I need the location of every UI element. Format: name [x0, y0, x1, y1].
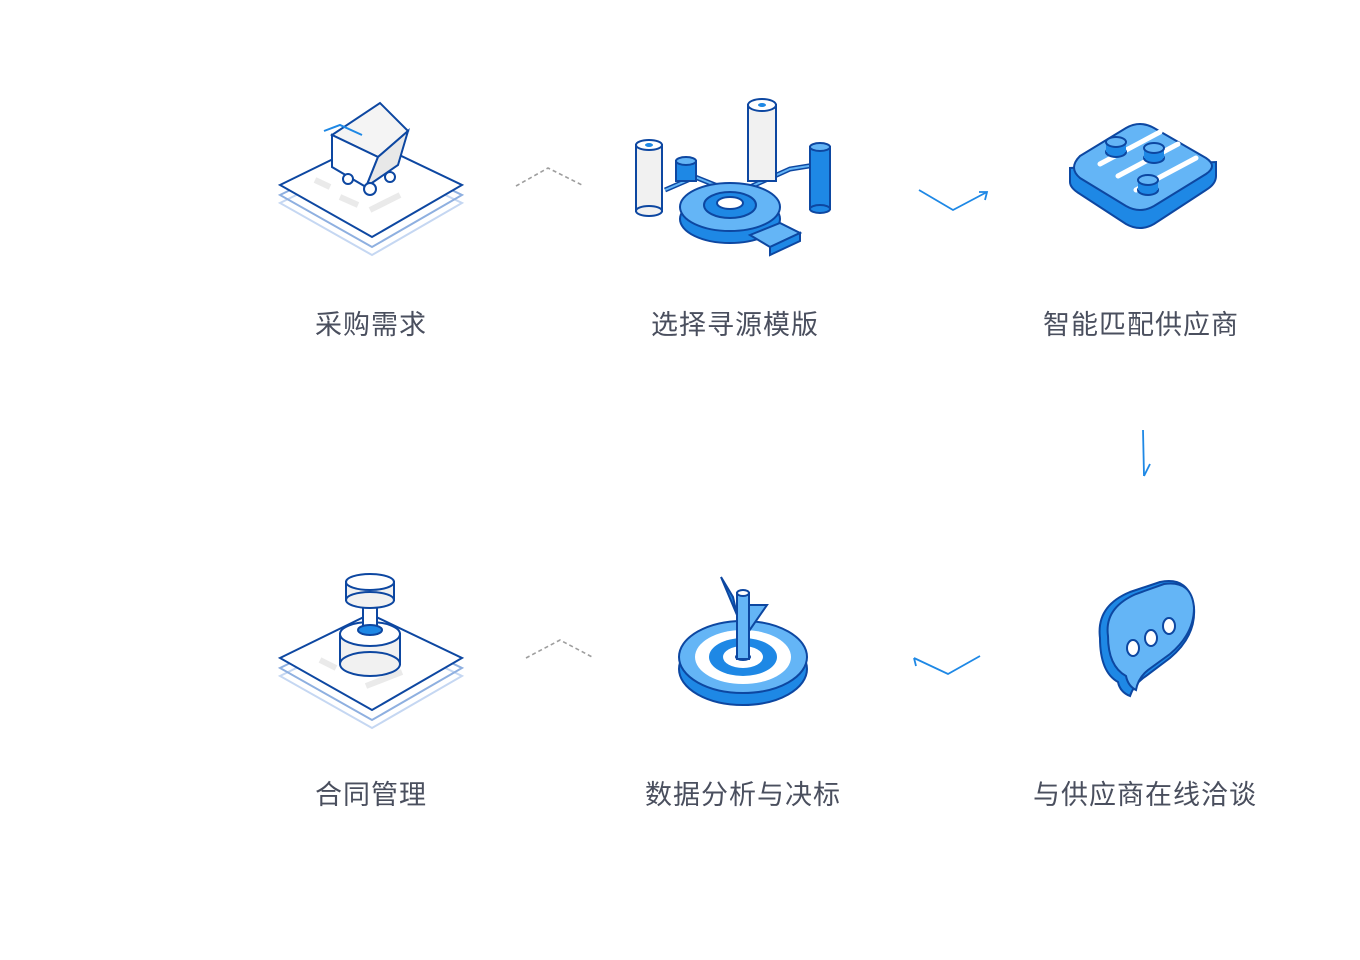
- arrow-right-icon: [918, 189, 989, 212]
- step-label: 选择寻源模版: [651, 310, 819, 341]
- step-label: 智能匹配供应商: [1043, 310, 1239, 341]
- target-flag-icon: [678, 576, 808, 706]
- slider-controls-icon: [1069, 123, 1217, 229]
- chat-bubble-icon: [1098, 580, 1196, 698]
- arrow-left-icon: [913, 655, 981, 676]
- magnifier-template-icon: [635, 98, 831, 257]
- step-label: 合同管理: [315, 780, 427, 811]
- step-label: 与供应商在线洽谈: [1033, 780, 1257, 811]
- dashed-connector-1: [515, 167, 585, 187]
- dashed-connector-2: [525, 639, 595, 659]
- arrow-down-icon: [1142, 429, 1151, 477]
- shopping-cart-icon: [277, 101, 465, 257]
- step-label: 数据分析与决标: [645, 780, 841, 811]
- stamp-icon: [277, 573, 465, 730]
- step-label: 采购需求: [315, 310, 427, 341]
